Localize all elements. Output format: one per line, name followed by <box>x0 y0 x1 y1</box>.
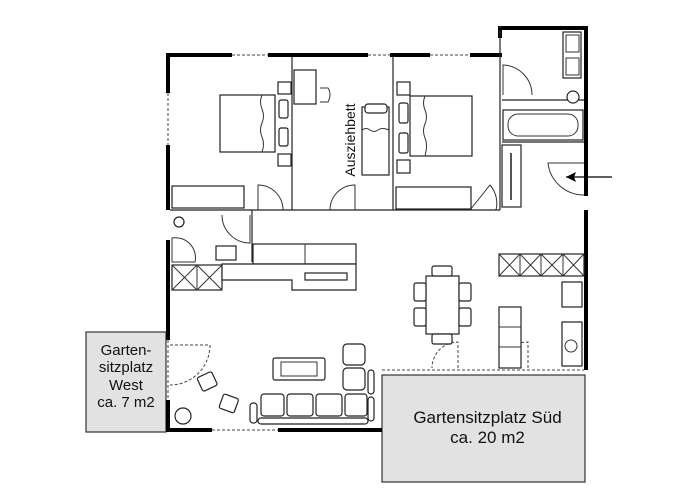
terrace-west-label: Garten- sitzplatz West ca. 7 m2 <box>86 342 166 411</box>
doors <box>169 64 585 386</box>
room-label-ausziehbett: Ausziehbett <box>341 103 358 177</box>
terrace-west <box>85 331 167 433</box>
terrace-west-line-2: sitzplatz <box>98 359 154 377</box>
living-room <box>174 343 375 425</box>
dining-table <box>413 265 472 345</box>
windows <box>167 26 584 431</box>
terrace-south-line-1: Gartensitzplatz Süd <box>413 408 562 427</box>
outer-walls <box>166 26 588 432</box>
terrace-south-line-2: ca. 20 m2 <box>450 427 525 447</box>
wc-and-kitchen <box>171 216 357 291</box>
terrace-south <box>381 374 586 483</box>
bedroom-left <box>171 81 292 209</box>
kitchen-right <box>498 253 585 369</box>
terrace-west-line-4: ca. 7 m2 <box>97 393 155 411</box>
interior-walls <box>170 30 584 262</box>
terrace-west-line-1: Garten- <box>100 342 152 359</box>
terrace-south-label: Gartensitzplatz Süd ca. 20 m2 <box>385 408 590 447</box>
bedroom-middle <box>293 69 390 176</box>
bathroom <box>501 31 584 208</box>
bedroom-right <box>395 81 473 210</box>
entrance-arrow-icon <box>566 172 612 182</box>
terrace-west-line-3: West <box>109 376 143 394</box>
